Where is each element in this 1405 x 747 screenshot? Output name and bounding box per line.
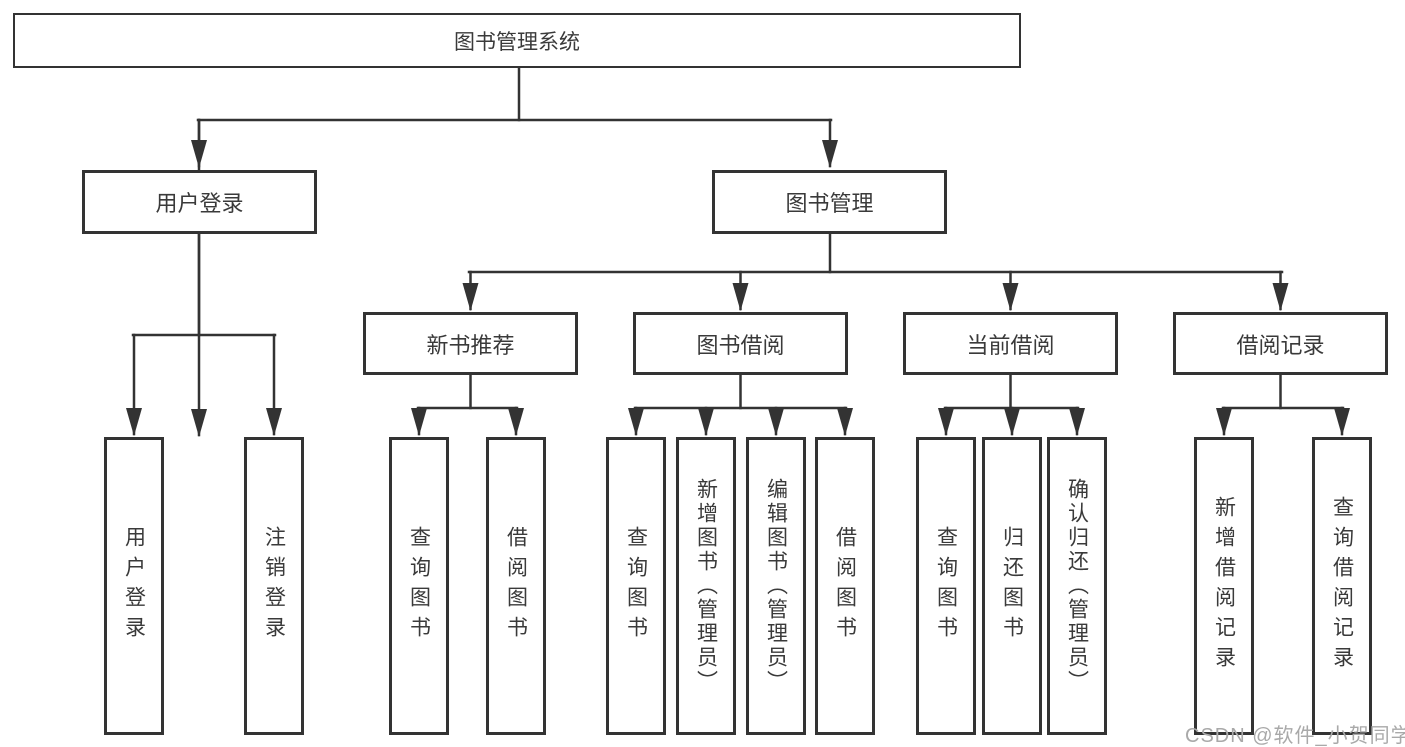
node-label: 注销登录 bbox=[262, 526, 286, 646]
node-label: 用户登录 bbox=[155, 191, 244, 216]
leaf-borrow-books-recommend: 借阅图书 bbox=[486, 437, 546, 735]
leaf-return-books: 归还图书 bbox=[982, 437, 1042, 735]
leaf-add-borrow-record: 新增借阅记录 bbox=[1194, 437, 1254, 735]
node-label: 用户登录 bbox=[122, 526, 146, 646]
leaf-edit-books-admin: 编辑图书（管理员） bbox=[746, 437, 806, 735]
node-book-borrowing: 图书借阅 bbox=[633, 312, 848, 375]
node-label: 新增借阅记录 bbox=[1212, 496, 1236, 676]
csdn-watermark: CSDN @软件_小贺同学 bbox=[1185, 725, 1405, 747]
leaf-borrow-books: 借阅图书 bbox=[815, 437, 875, 735]
node-book-management: 图书管理 bbox=[712, 170, 947, 234]
node-borrowing-records: 借阅记录 bbox=[1173, 312, 1388, 375]
node-label: 图书管理 bbox=[785, 191, 874, 216]
node-label: 图书借阅 bbox=[696, 332, 785, 358]
leaf-add-books-admin: 新增图书（管理员） bbox=[676, 437, 736, 735]
node-new-book-recommendation: 新书推荐 bbox=[363, 312, 578, 375]
leaf-user-login: 用户登录 bbox=[104, 437, 164, 735]
leaf-logout: 注销登录 bbox=[244, 437, 304, 735]
node-label: 图书管理系统 bbox=[454, 30, 580, 54]
node-label: 查询图书 bbox=[624, 526, 648, 646]
leaf-query-books-borrowing: 查询图书 bbox=[606, 437, 666, 735]
leaf-query-borrow-record: 查询借阅记录 bbox=[1312, 437, 1372, 735]
node-label: 确认归还（管理员） bbox=[1065, 478, 1089, 694]
node-label: 查询图书 bbox=[407, 526, 431, 646]
node-user-login: 用户登录 bbox=[82, 170, 317, 234]
node-label: 查询图书 bbox=[934, 526, 958, 646]
node-label: 借阅图书 bbox=[833, 526, 857, 646]
node-label: 归还图书 bbox=[1000, 526, 1024, 646]
node-label: 编辑图书（管理员） bbox=[764, 478, 788, 694]
node-current-borrowing: 当前借阅 bbox=[903, 312, 1118, 375]
leaf-query-books-recommend: 查询图书 bbox=[389, 437, 449, 735]
node-label: 当前借阅 bbox=[966, 332, 1055, 358]
node-label: 借阅记录 bbox=[1236, 332, 1325, 358]
node-label: 借阅图书 bbox=[504, 526, 528, 646]
leaf-confirm-return-admin: 确认归还（管理员） bbox=[1047, 437, 1107, 735]
node-label: 新书推荐 bbox=[426, 332, 515, 358]
leaf-query-books-current: 查询图书 bbox=[916, 437, 976, 735]
node-library-management-system: 图书管理系统 bbox=[13, 13, 1021, 68]
node-label: 新增图书（管理员） bbox=[694, 478, 718, 694]
node-label: 查询借阅记录 bbox=[1330, 496, 1354, 676]
